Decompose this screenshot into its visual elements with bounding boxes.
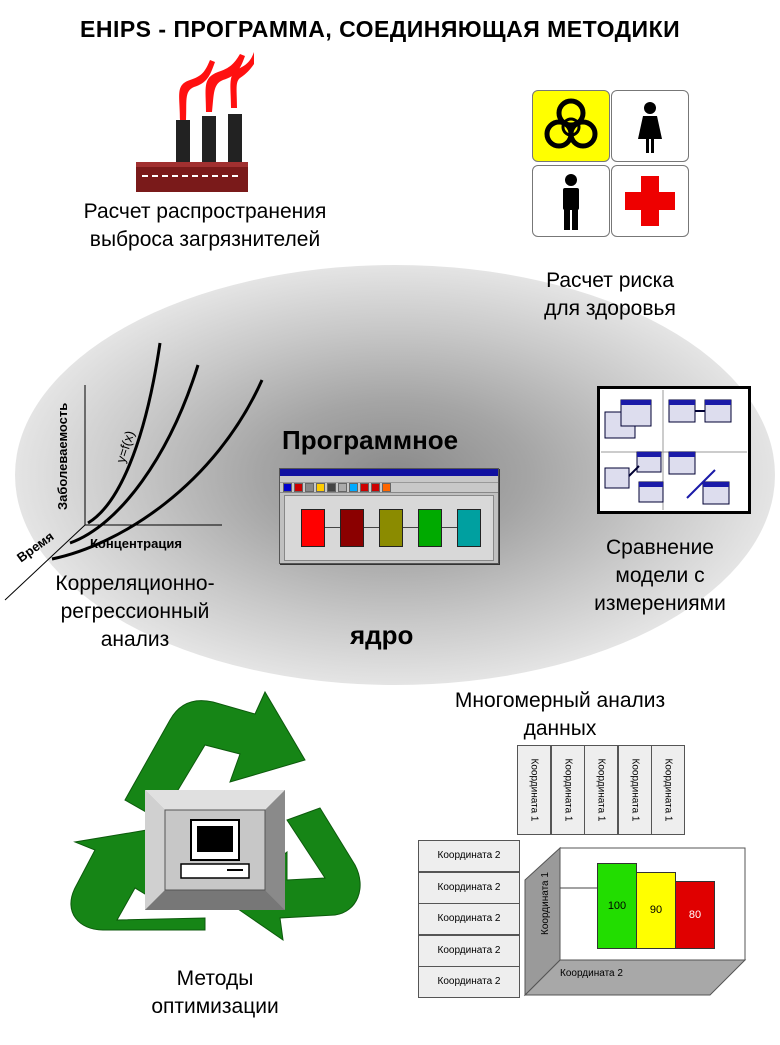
red-cross-tile bbox=[611, 165, 689, 237]
app-toolbar bbox=[280, 483, 498, 493]
regression-caption: Корреляционно- регрессионный анализ bbox=[55, 572, 215, 651]
app-title-bar bbox=[280, 469, 498, 476]
red-cross-icon bbox=[625, 176, 675, 226]
column-header-label: Координата 1 bbox=[528, 758, 540, 822]
column-header-cell: Координата 1 bbox=[550, 745, 585, 835]
app-window-thumbnail bbox=[279, 468, 499, 564]
app-flow-block bbox=[379, 509, 403, 547]
column-header-cell: Координата 1 bbox=[617, 745, 652, 835]
app-flow-connector bbox=[325, 527, 340, 528]
app-flow-block bbox=[301, 509, 325, 547]
column-header-cell: Координата 1 bbox=[517, 745, 551, 835]
column-header-label: Координата 1 bbox=[662, 758, 674, 822]
column-header-label: Координата 1 bbox=[629, 758, 641, 822]
value-bar-100: 100 bbox=[597, 863, 637, 949]
factory-icon bbox=[136, 52, 254, 192]
app-flow-connector bbox=[442, 527, 457, 528]
page-title: EHIPS - ПРОГРАММА, СОЕДИНЯЮЩАЯ МЕТОДИКИ bbox=[80, 16, 681, 42]
cube-side-label: Координата 1 bbox=[540, 872, 551, 935]
core-label-top: Программное bbox=[282, 425, 459, 455]
woman-icon bbox=[638, 102, 662, 153]
row-header-cell: Координата 2 bbox=[418, 903, 520, 936]
regression-graph bbox=[4, 342, 264, 601]
value-bar-80: 80 bbox=[675, 881, 715, 949]
risk-caption: Расчет риска для здоровья bbox=[544, 269, 676, 320]
computer-icon bbox=[145, 790, 285, 910]
comparison-caption: Сравнение модели с измерениями bbox=[594, 536, 726, 615]
core-label-bottom: ядро bbox=[350, 620, 414, 650]
app-flow-block bbox=[418, 509, 442, 547]
value-bar-90: 90 bbox=[636, 872, 676, 949]
woman-tile bbox=[611, 90, 689, 162]
biohazard-icon bbox=[544, 98, 598, 149]
multidim-caption: Многомерный анализ данных bbox=[454, 689, 666, 740]
row-header-cell: Координата 2 bbox=[418, 871, 520, 904]
app-flow-block bbox=[340, 509, 364, 547]
app-canvas bbox=[284, 495, 494, 561]
row-header-cell: Координата 2 bbox=[418, 934, 520, 967]
pollution-caption: Расчет распространения выброса загрязнит… bbox=[83, 200, 327, 251]
y-axis-label: Заболеваемость bbox=[55, 402, 70, 510]
app-flow-connector bbox=[403, 527, 418, 528]
column-header-label: Координата 1 bbox=[562, 758, 574, 822]
row-header-cell: Координата 2 bbox=[418, 840, 520, 872]
biohazard-tile bbox=[532, 90, 610, 162]
comparison-tables-icon bbox=[597, 386, 751, 514]
app-menu-bar bbox=[280, 476, 498, 483]
app-flow-block bbox=[457, 509, 481, 547]
x-axis-label: Концентрация bbox=[90, 536, 182, 551]
optimization-caption: Методы оптимизации bbox=[151, 967, 279, 1018]
app-flow-connector bbox=[364, 527, 379, 528]
man-icon bbox=[563, 174, 579, 230]
column-header-cell: Координата 1 bbox=[584, 745, 619, 835]
man-tile bbox=[532, 165, 610, 237]
column-header-label: Координата 1 bbox=[595, 758, 607, 822]
row-header-cell: Координата 2 bbox=[418, 966, 520, 999]
column-header-cell: Координата 1 bbox=[651, 745, 686, 835]
cube-bottom-label: Координата 2 bbox=[560, 968, 623, 979]
